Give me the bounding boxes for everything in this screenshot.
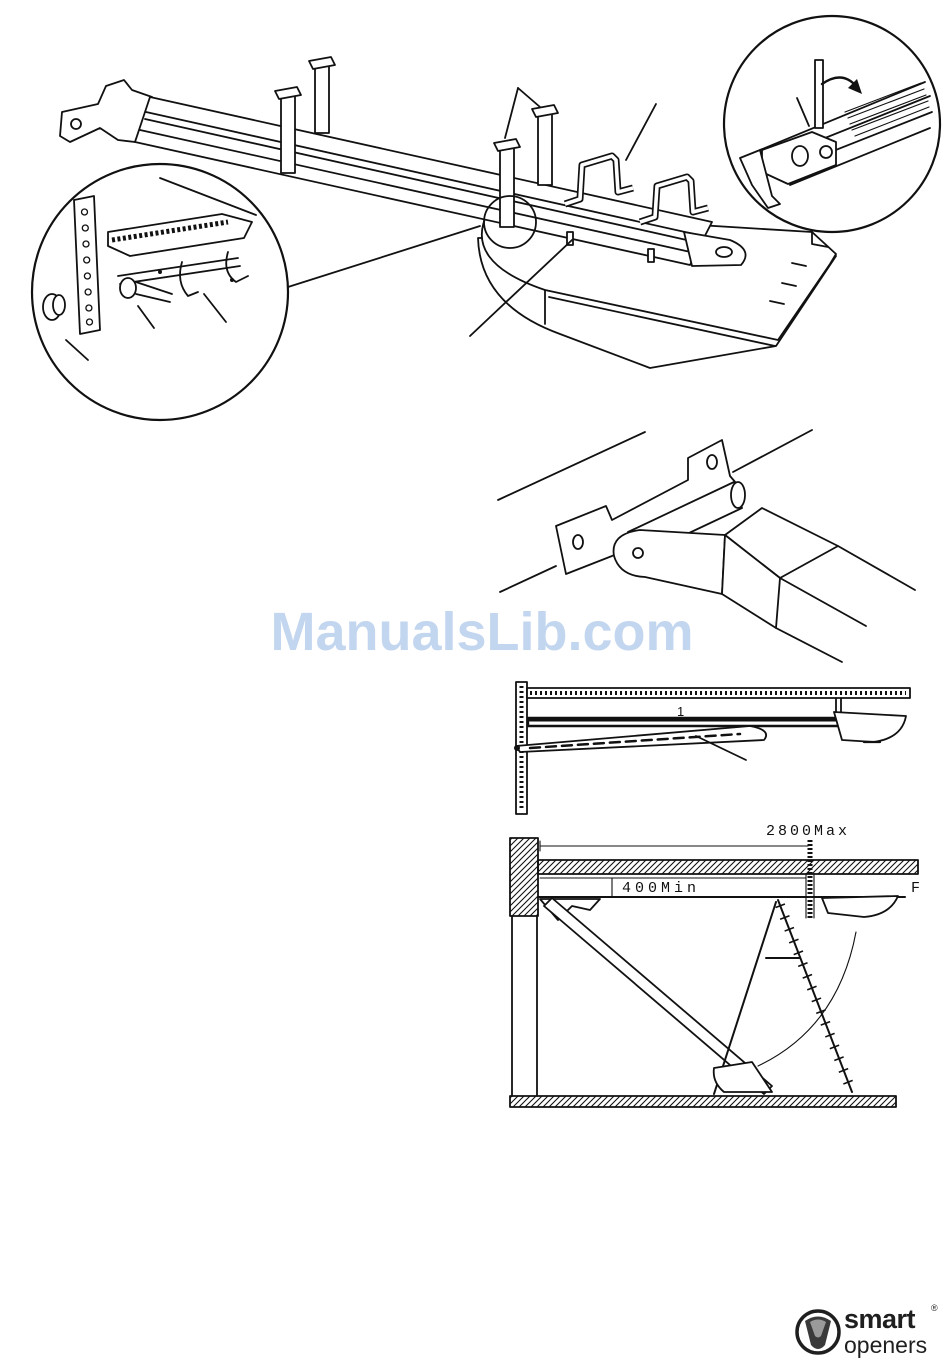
watermark: ManualsLib.com xyxy=(270,602,693,662)
logo-registered-mark: ® xyxy=(931,1303,938,1313)
rail-label: F xyxy=(911,880,920,897)
logo-word-top: smart xyxy=(844,1304,916,1334)
trolley-detail-inset xyxy=(724,16,940,232)
door-bracket-detail-inset xyxy=(32,164,288,420)
min-dimension-label: 400Min xyxy=(622,880,700,897)
max-dimension-label: 2800Max xyxy=(766,823,850,840)
callout-number: 1 xyxy=(677,704,684,719)
release-pin xyxy=(815,60,823,128)
floor-hatch xyxy=(510,1096,896,1107)
ceiling-hatch xyxy=(538,860,918,874)
logo-word-bottom: openers xyxy=(844,1332,927,1358)
ceiling xyxy=(527,688,910,698)
rail xyxy=(528,718,838,726)
